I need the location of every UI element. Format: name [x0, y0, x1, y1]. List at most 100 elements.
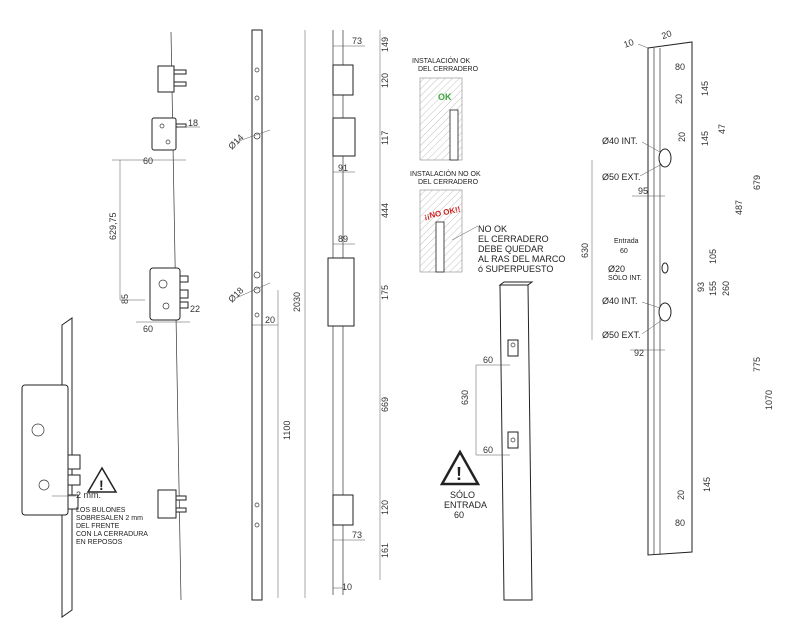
svg-text:!: !	[99, 477, 104, 493]
dim-85: 85	[120, 294, 130, 304]
nook-note-3: DEBE QUEDAR	[478, 244, 544, 254]
nook-note-2: EL CERRADERO	[478, 234, 549, 244]
hole-o40-bottom	[658, 302, 672, 322]
install-nook-section: INSTALACIÓN NO OK DEL CERRADERO ¡¡NO OK!…	[410, 169, 565, 274]
strike-bottom	[332, 494, 354, 526]
nook-note-5: ó SUPERPUESTO	[478, 264, 553, 274]
panel-lock-assembly: 18 60 629,75 85 22 60	[21, 31, 200, 618]
warning-line-1: LOS BULONES	[76, 507, 126, 514]
frame-dim-93: 93	[696, 282, 706, 292]
frame-dim-630: 630	[580, 243, 590, 258]
dim-18: 18	[188, 118, 198, 128]
strike-top	[332, 64, 354, 96]
frame-dim-1070: 1070	[764, 390, 774, 410]
bottom-locking-point	[157, 489, 187, 519]
strike-warning-2: ENTRADA	[444, 500, 487, 510]
frame-dim-487: 487	[734, 200, 744, 215]
frame-dim-80-bottom: 80	[675, 518, 685, 528]
frame-dim-92: 92	[634, 348, 644, 358]
dim-2030: 2030	[292, 292, 302, 312]
strike-upper	[332, 117, 356, 157]
warning-line-5: EN REPOSOS	[76, 539, 123, 546]
dim-629-75: 629,75	[108, 212, 118, 240]
top-locking-point	[157, 65, 187, 93]
frame-dim-260: 260	[721, 281, 731, 296]
dim-60-top: 60	[143, 156, 153, 166]
gap-2mm: 2 mm.	[76, 490, 101, 500]
warning-icon: !	[86, 466, 118, 493]
frame-dim-47: 47	[717, 124, 727, 134]
dim-73-bottom: 73	[352, 530, 362, 540]
dim-73-top: 73	[352, 36, 362, 46]
install-nook-title-1: INSTALACIÓN NO OK	[410, 169, 481, 178]
install-ok-section: INSTALACIÓN OK DEL CERRADERO OK	[412, 56, 479, 161]
strike-main	[327, 257, 355, 327]
dim-669: 669	[380, 397, 390, 412]
install-ok-title-1: INSTALACIÓN OK	[412, 56, 471, 65]
frame-dim-679: 679	[752, 175, 762, 190]
warning-line-4: CON LA CERRADURA	[76, 531, 148, 538]
frame-dim-145-c: 145	[702, 477, 712, 492]
dim-120-top: 120	[380, 73, 390, 88]
hole-o20	[661, 262, 669, 274]
warning-icon-large: !	[439, 449, 481, 486]
frame-dim-155: 155	[708, 281, 718, 296]
frame-dim-20-b: 20	[677, 132, 687, 142]
label-entrada: Entrada	[614, 238, 639, 245]
dim-175: 175	[380, 285, 390, 300]
strike-dim-60-top: 60	[483, 355, 493, 365]
dim-161: 161	[380, 543, 390, 558]
dim-22: 22	[190, 304, 200, 314]
frame-dim-20: 20	[660, 28, 673, 41]
strike-warning-3: 60	[454, 510, 464, 520]
dim-10-bottom: 10	[342, 582, 352, 592]
frame-dim-775: 775	[752, 357, 762, 372]
frame-dim-145-a: 145	[700, 81, 710, 96]
install-ok-title-2: DEL CERRADERO	[418, 66, 479, 73]
panel-side-profile: Ø14 Ø18 20 1100 2030	[226, 29, 306, 601]
strike-dim-60-bottom: 60	[483, 445, 493, 455]
lock-perspective-view	[21, 317, 81, 618]
dim-60-bottom: 60	[143, 324, 153, 334]
warning-line-2: SOBRESALEN 2 mm	[76, 515, 143, 522]
dim-20-side: 20	[265, 315, 275, 325]
dim-444: 444	[380, 203, 390, 218]
frame-dim-105: 105	[708, 249, 718, 264]
main-lock-body	[149, 267, 189, 321]
ok-badge: OK	[438, 92, 452, 102]
label-solo-int: SÓLO INT.	[608, 273, 642, 282]
dim-1100: 1100	[282, 421, 292, 440]
frame-dim-60: 60	[620, 248, 628, 255]
dim-o18: Ø18	[226, 285, 245, 304]
panel-frame-profile: 10 20 80 20 145 47 145 20 Ø40 INT. Ø50 E…	[580, 28, 774, 556]
dim-91: 91	[338, 163, 348, 173]
frame-dim-10: 10	[622, 37, 635, 50]
frame-dim-95: 95	[638, 186, 648, 196]
upper-locking-point	[151, 117, 187, 151]
label-o40-int-top: Ø40 INT.	[602, 136, 638, 146]
label-o50-ext-top: Ø50 EXT.	[602, 172, 641, 182]
nook-note-4: AL RAS DEL MARCO	[478, 254, 565, 264]
frame-dim-80-top: 80	[675, 62, 685, 72]
frame-dim-20-a: 20	[674, 94, 684, 104]
strike-strip-view: 60 630 60 ! SÓLO ENTRADA 60	[439, 281, 534, 601]
frame-dim-20-c: 20	[676, 490, 686, 500]
strike-dim-630: 630	[460, 390, 470, 405]
panel-strike-front: 73 149 120 117 91 444 89 175 669 120 73 …	[327, 30, 390, 595]
svg-text:!: !	[456, 464, 462, 484]
side-bar	[251, 29, 263, 601]
install-nook-title-2: DEL CERRADERO	[418, 179, 479, 186]
label-o20: Ø20	[608, 264, 625, 274]
dim-89: 89	[338, 234, 348, 244]
nook-note-1: NO OK	[478, 224, 507, 234]
dim-120-bottom: 120	[380, 500, 390, 515]
label-o50-ext-bottom: Ø50 EXT.	[602, 330, 641, 340]
warning-line-3: DEL FRENTE	[76, 523, 120, 530]
frame-dim-145-b: 145	[700, 131, 710, 146]
strike-warning-1: SÓLO	[450, 490, 475, 500]
hole-o40-top	[658, 148, 672, 168]
label-o40-int-bottom: Ø40 INT.	[602, 296, 638, 306]
dim-o14: Ø14	[226, 132, 245, 151]
